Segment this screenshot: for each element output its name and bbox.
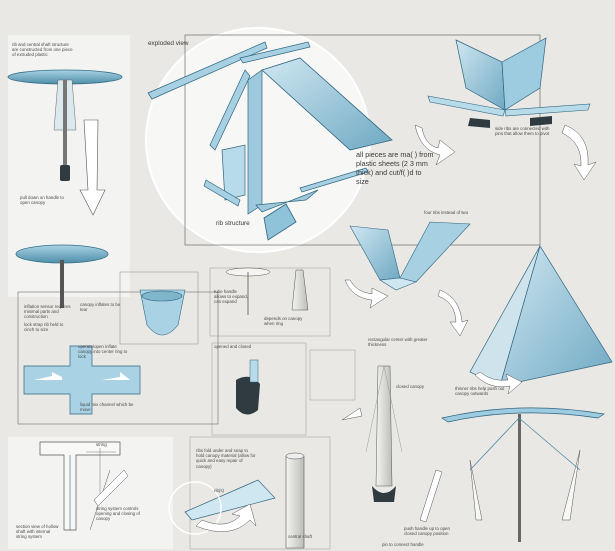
rib-detail xyxy=(168,436,331,550)
note-closed-canopy: closed canopy xyxy=(396,384,425,389)
four-ribs-canopy xyxy=(344,221,471,337)
t-shaft-section xyxy=(8,437,173,549)
note-operate-open: operate/open inflate canopy into center … xyxy=(78,344,128,360)
note-lock-strap: lock strap rib held to cinch to size xyxy=(24,322,64,333)
panel-disc-umbrella xyxy=(8,244,130,308)
exploded-view xyxy=(145,27,541,253)
note-section-view: section view of hollow shaft with intern… xyxy=(16,524,59,540)
note-thinner-ribs: thinner ribs help push out canopy outwar… xyxy=(455,386,505,397)
note-opened-closed: opened and closed xyxy=(214,344,252,349)
note-liquid-mix: liquid mix channel which be move xyxy=(80,402,134,413)
note-pin-connect: pin to connect handle xyxy=(382,542,424,547)
note-side-ribs: side ribs are connected with pins that a… xyxy=(495,126,550,137)
note-central-shaft: central shaft xyxy=(288,534,312,539)
inflation-section xyxy=(17,271,219,425)
note-tube-handle: tube handle allows to expand, can expand xyxy=(214,289,248,305)
note-plastic-sheets: all pieces are ma( ) from plastic sheets… xyxy=(356,150,434,186)
note-depends-canopy: depends on canopy when ring xyxy=(264,316,303,327)
note-exploded-view: exploded view xyxy=(148,40,189,47)
note-rib-structure: rib structure xyxy=(216,220,250,227)
note-canopy-inflates: canopy inflates to be tear xyxy=(80,302,121,313)
note-inflation-sensor: inflation sensor requires minimal parts … xyxy=(24,304,71,320)
small-umbrella-sketches xyxy=(209,267,356,436)
note-string: string xyxy=(96,442,107,447)
note-pull-down: pull down on handle to open canopy xyxy=(20,195,64,206)
note-ribs-fold: ribs fold under and snap to hold canopy … xyxy=(196,448,256,469)
note-ribs: rib(s) xyxy=(214,488,224,493)
large-canopy xyxy=(469,245,613,395)
note-rectangular-center: rectangular center with greater thicknes… xyxy=(368,337,428,348)
top-right-canopy xyxy=(414,37,597,181)
note-rib-shaft: rib and central shaft structure are cons… xyxy=(12,42,73,58)
note-four-ribs: four ribs instead of two xyxy=(424,210,469,215)
note-string-system: string system controls opening and closi… xyxy=(96,506,140,522)
open-umbrella xyxy=(441,407,605,542)
panel-flat-umbrella xyxy=(7,35,130,257)
closed-canopy xyxy=(341,365,443,523)
note-push-handle: push handle up to open closed canopy pos… xyxy=(404,526,450,537)
